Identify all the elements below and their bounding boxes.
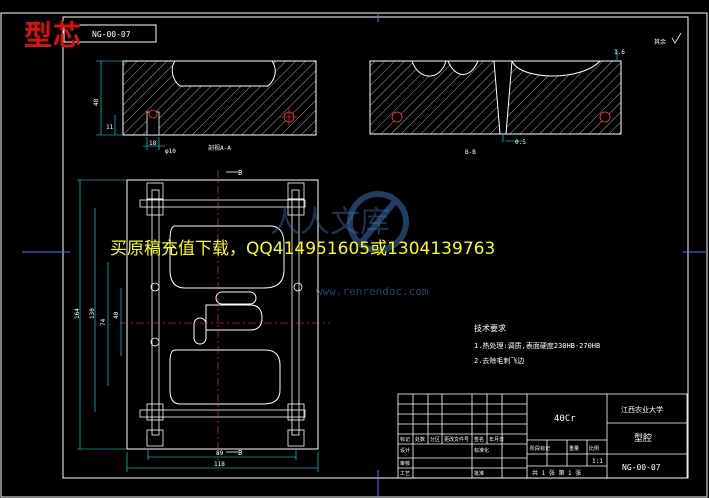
tb-school: 江西农业大学 [621,405,663,414]
tech-req-heading: 技术要求 [474,323,506,333]
tb-standard: 标准化 [474,447,489,454]
tb-drawing-no: NG-00-07 [622,463,661,472]
tb-hdr-sign: 签名 [474,436,484,443]
tb-hdr-mark: 标记 [400,436,410,443]
dim-plan-74: 74 [100,318,107,326]
site-url: www.renrendoc.com [316,285,429,298]
drawing-number-box [63,24,157,43]
cut-label-top: B [238,169,242,177]
renrendoc-logo-icon [347,191,409,253]
cut-label-bottom: B [238,449,242,457]
tb-weight: 重量 [569,445,579,452]
section-a-label: 剖视A-A [208,144,231,152]
front-section-view [96,60,317,150]
tb-design: 设计 [400,447,410,454]
tb-check: 审核 [400,460,410,467]
dim-plan-118: 118 [214,461,225,468]
tech-req-item1: 1.热处理:调质,表面硬度230HB-270HB [474,341,600,350]
tb-hdr-date: 年月日 [489,436,504,443]
logo-text: 人人文库 [270,205,390,240]
tb-material: 40Cr [554,414,576,424]
dim-plan-40: 40 [113,311,120,319]
tb-approve: 批准 [474,470,484,477]
sheet-inner-border [62,16,689,479]
title-block [397,393,688,479]
dim-plan-164: 164 [74,308,81,319]
roughness-symbol-icon [671,32,682,44]
sheet-outer-border [0,12,708,498]
dim-front-dia: φ10 [165,148,176,155]
dim-plan-130: 130 [89,308,96,319]
roughness-note: 其余 [654,38,666,46]
dim-front-small2: 18 [149,140,157,147]
dim-right-top: 1.6 [614,49,625,56]
drawing-title: 型芯 [24,19,83,52]
tb-scale-label: 比例 [589,445,599,452]
dim-front-height: 48 [93,98,100,106]
tb-part-name: 型腔 [634,432,652,444]
dim-right-small: 0.5 [515,139,526,146]
right-section-view [369,49,622,142]
tb-stage-mark: 阶段标记 [530,445,550,452]
dim-front-small: 11 [106,124,114,131]
tb-hdr-change: 更改文件号 [444,436,469,443]
drawing-number-text: NG-00-07 [92,30,131,39]
purchase-watermark: 买原稿充值下载，QQ414951605或1304139763 [110,239,496,259]
tech-req-item2: 2.去除毛刺飞边 [474,356,524,365]
tb-hdr-zone: 分区 [430,436,440,443]
section-b-label: B-B [465,149,476,156]
dim-plan-89: 89 [216,450,224,457]
tb-process: 工艺 [400,471,410,477]
plan-view [77,170,330,472]
tb-scale: 1:1 [592,458,603,465]
tb-hdr-count: 处数 [415,436,425,443]
tb-sheet-info: 共 1 张 第 1 张 [532,469,581,477]
